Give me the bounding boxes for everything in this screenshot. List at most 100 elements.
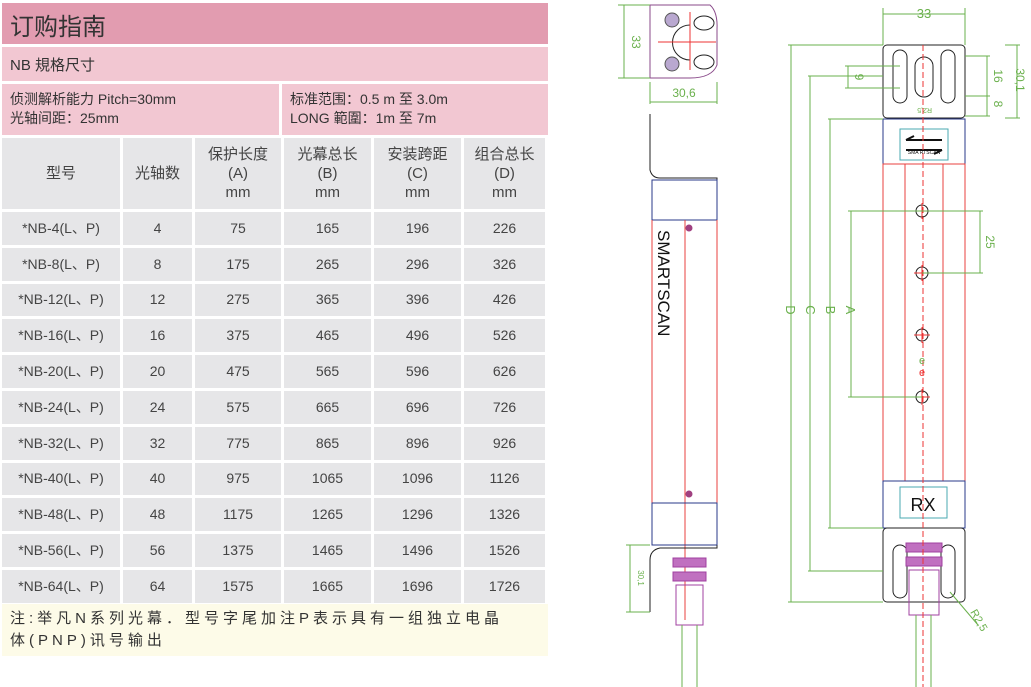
value-cell: 1175 [195,498,281,532]
info-left: 侦测解析能力 Pitch=30mm 光轴间距：25mm [2,84,279,135]
value-cell: 326 [464,247,545,281]
value-cell: 565 [284,355,371,388]
value-cell: 975 [195,462,281,496]
value-cell: 16 [123,319,192,353]
page-title: 订购指南 [2,3,548,44]
value-cell: 32 [123,426,192,460]
side-body [626,114,718,687]
header-text: (D) [494,165,515,182]
note-line: 注:举凡N系列光幕．型号字尾加注P表示具有一组独立电晶 [10,610,504,627]
header-text: mm [225,184,251,201]
model-cell: *NB-12(L、P) [2,283,120,317]
header-text: (A) [228,165,248,182]
value-cell: 1126 [464,462,545,496]
model-cell: *NB-8(L、P) [2,247,120,281]
value-cell: 375 [195,319,281,353]
header-text: mm [405,184,430,201]
model-cell: *NB-20(L、P) [2,355,120,388]
value-cell: 426 [464,283,545,317]
value-cell: 1496 [374,534,461,567]
value-cell: 726 [464,391,545,424]
dim-label: 30,6 [672,86,696,100]
dim-label-d: D [783,305,798,314]
value-cell: 40 [123,462,192,496]
value-cell: 1575 [195,570,281,603]
dim-label: R2,5 [967,608,989,634]
value-cell: 626 [464,355,545,388]
value-cell: 64 [123,570,192,603]
logo-label: SMA RTSCAN [908,150,941,156]
value-cell: 1696 [374,570,461,603]
model-cell: *NB-64(L、P) [2,570,120,603]
header-text: 组合总长 [474,146,535,163]
footnote: 注:举凡N系列光幕．型号字尾加注P表示具有一组独立电晶 体(PNP)讯号输出 [2,604,548,656]
table-header: 型号 [2,138,120,209]
value-cell: 196 [374,212,461,245]
side-bracket-top [618,4,718,104]
info-right: 标准范围：0.5 m 至 3.0m LONG 範圍：1m 至 7m [282,84,548,135]
dim-label: 33 [629,35,643,49]
value-cell: 1265 [284,498,371,532]
range-text: 标准范围：0.5 m 至 3.0m [290,91,448,107]
table-header: 光幕总长 (B) mm [284,138,371,209]
spacing-text: 光轴间距：25mm [10,110,119,126]
header-text: 光轴数 [134,165,180,182]
model-cell: *NB-40(L、P) [2,462,120,496]
value-cell: 20 [123,355,192,388]
note-line: 体(PNP)讯号输出 [10,632,166,649]
header-text: (B) [317,165,338,182]
value-cell: 896 [374,426,461,460]
dim-label: R2,5 [917,106,932,113]
model-cell: *NB-24(L、P) [2,391,120,424]
header-text: mm [315,184,340,201]
value-cell: 75 [195,212,281,245]
value-cell: 8 [123,247,192,281]
table-header: 保护长度(A)mm [195,138,281,209]
value-cell: 1526 [464,534,545,567]
value-cell: 1465 [284,534,371,567]
header-text: 光幕总长 [297,146,358,163]
dim-label: 30,1 [1013,68,1027,92]
value-cell: 465 [284,319,371,353]
indicator-red: e [919,367,925,379]
value-cell: 265 [284,247,371,281]
value-cell: 526 [464,319,545,353]
dim-label: 8 [991,101,1005,108]
indicator-green: e [919,355,925,367]
value-cell: 1065 [284,462,371,496]
value-cell: 226 [464,212,545,245]
value-cell: 4 [123,212,192,245]
model-cell: *NB-32(L、P) [2,426,120,460]
value-cell: 175 [195,247,281,281]
value-cell: 665 [284,391,371,424]
model-cell: *NB-16(L、P) [2,319,120,353]
value-cell: 1665 [284,570,371,603]
dimension-lines [788,8,1020,626]
value-cell: 12 [123,283,192,317]
model-cell: *NB-4(L、P) [2,212,120,245]
spec-title: NB 規格尺寸 [2,47,548,81]
value-cell: 1296 [374,498,461,532]
dim-label: 25 [983,235,997,249]
value-cell: 696 [374,391,461,424]
value-cell: 296 [374,247,461,281]
value-cell: 1096 [374,462,461,496]
table-header: 组合总长(D)mm [464,138,545,209]
value-cell: 48 [123,498,192,532]
value-cell: 926 [464,426,545,460]
value-cell: 1326 [464,498,545,532]
model-cell: *NB-48(L、P) [2,498,120,532]
value-cell: 1375 [195,534,281,567]
dim-label: 33 [917,6,931,21]
long-range-text: LONG 範圍：1m 至 7m [290,110,437,126]
value-cell: 596 [374,355,461,388]
value-cell: 365 [284,283,371,317]
value-cell: 865 [284,426,371,460]
dim-label-c: C [803,305,818,314]
value-cell: 396 [374,283,461,317]
dim-label: 9 [852,74,866,81]
value-cell: 475 [195,355,281,388]
value-cell: 165 [284,212,371,245]
value-cell: 1726 [464,570,545,603]
